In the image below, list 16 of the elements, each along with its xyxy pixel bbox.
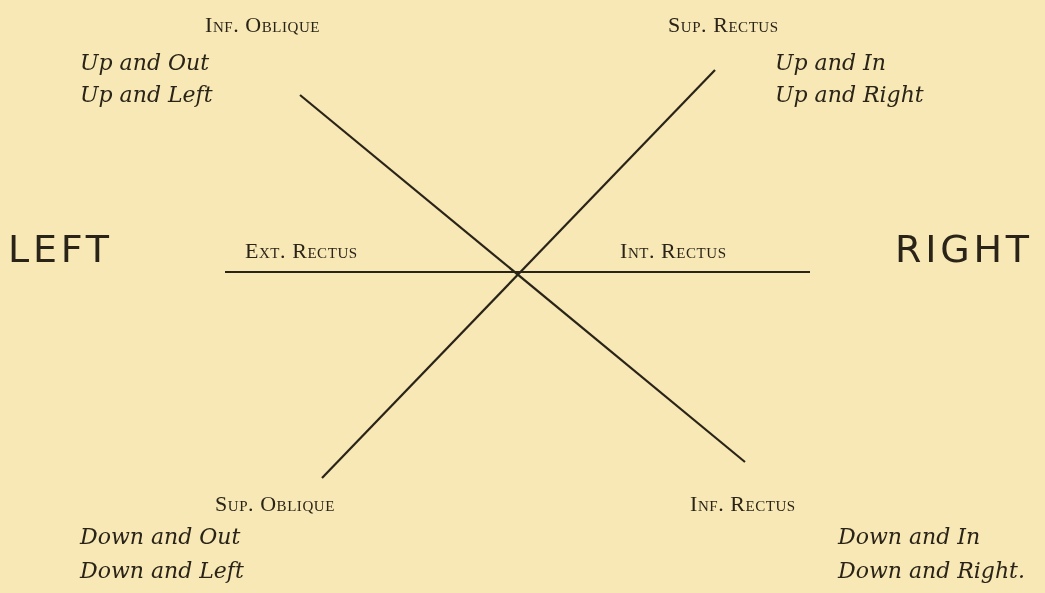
direction-label: Down and In <box>838 526 981 548</box>
direction-label: Up and In <box>775 52 886 74</box>
direction-label: Up and Left <box>80 84 213 106</box>
direction-label: Up and Right <box>775 84 924 106</box>
side-label: LEFT <box>8 230 113 268</box>
side-label: RIGHT <box>895 230 1033 268</box>
direction-label: Up and Out <box>80 52 210 74</box>
direction-label: Down and Out <box>80 526 241 548</box>
muscle-label: Int. Rectus <box>620 240 727 262</box>
muscle-label: Ext. Rectus <box>245 240 358 262</box>
muscle-label: Inf. Oblique <box>205 14 320 36</box>
direction-label: Down and Right. <box>838 560 1025 582</box>
muscle-label: Sup. Oblique <box>215 493 335 515</box>
muscle-label: Inf. Rectus <box>690 493 796 515</box>
muscle-label: Sup. Rectus <box>668 14 779 36</box>
direction-label: Down and Left <box>80 560 244 582</box>
